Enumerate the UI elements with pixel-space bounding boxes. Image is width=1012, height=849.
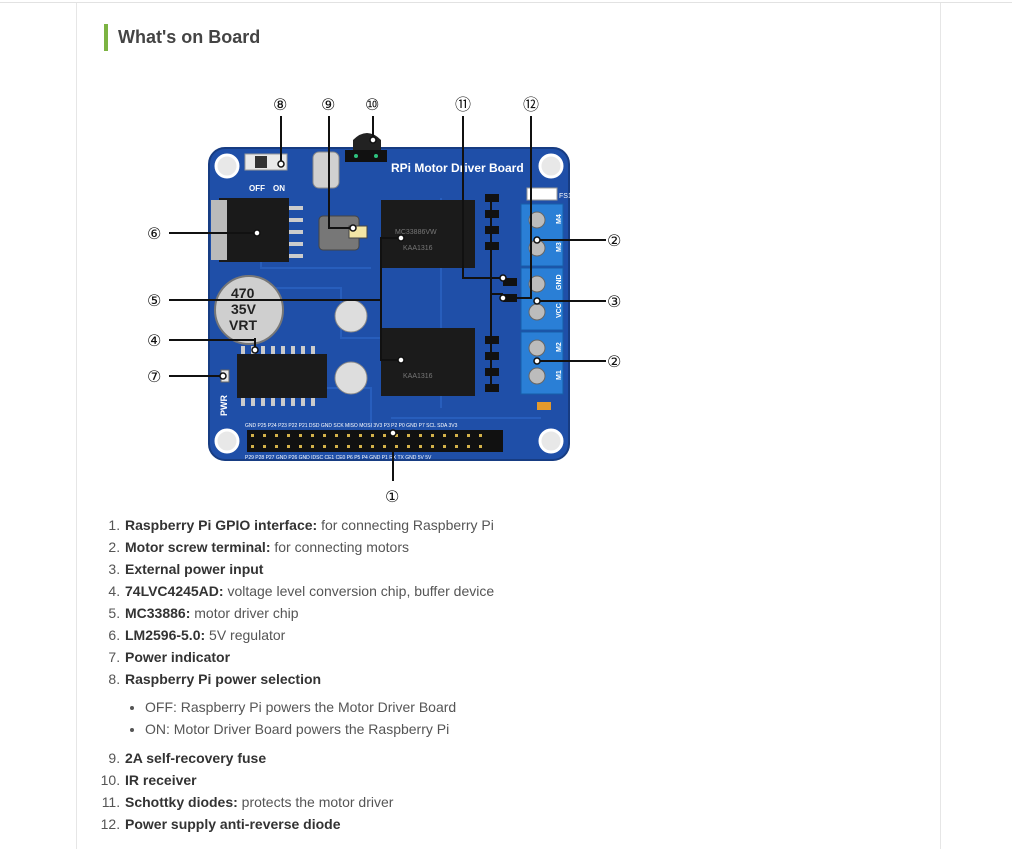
capacitor-470uf — [214, 275, 284, 345]
list-item: Motor screw terminal: for connecting mot… — [124, 536, 904, 558]
svg-text:GND: GND — [556, 274, 563, 290]
list-item: MC33886: motor driver chip — [124, 602, 904, 624]
callout-7: ⑦ — [147, 367, 161, 386]
mc33886-chip-2 — [381, 328, 475, 396]
component-list: Raspberry Pi GPIO interface: for connect… — [77, 514, 904, 835]
svg-text:VCC: VCC — [556, 303, 563, 318]
svg-text:470: 470 — [231, 285, 255, 301]
svg-text:M4: M4 — [556, 214, 563, 224]
power-selection-sublist: OFF: Raspberry Pi powers the Motor Drive… — [125, 696, 904, 740]
sub-list-item: ON: Motor Driver Board powers the Raspbe… — [145, 718, 904, 740]
callout-5: ⑤ — [147, 291, 161, 310]
callout-9: ⑨ — [321, 95, 335, 114]
sub-list-item: OFF: Raspberry Pi powers the Motor Drive… — [145, 696, 904, 718]
svg-text:35V: 35V — [231, 301, 257, 317]
callout-10: ⑩ — [365, 95, 379, 114]
list-item: Power supply anti-reverse diode — [124, 813, 904, 835]
callout-11: ⑪ — [455, 95, 471, 114]
content-panel: What's on Board OFF — [76, 3, 941, 849]
svg-text:MC33886VW: MC33886VW — [395, 229, 437, 236]
gpio-labels-bottom: P29 P28 P27 GND P26 GND IDSC CE1 CE0 P6 … — [245, 455, 432, 461]
gpio-header — [247, 430, 503, 452]
top-divider — [0, 2, 1012, 3]
board-diagram: OFF ON RPi Motor Driver Board FS1 470 — [147, 95, 621, 506]
list-item: 74LVC4245AD: voltage level conversion ch… — [124, 580, 904, 602]
svg-text:M1: M1 — [556, 370, 563, 380]
svg-text:VRT: VRT — [229, 317, 257, 333]
callout-3: ③ — [607, 292, 621, 311]
svg-text:KAA1316: KAA1316 — [403, 373, 433, 380]
callout-6: ⑥ — [147, 224, 161, 243]
list-item: Raspberry Pi power selection OFF: Raspbe… — [124, 668, 904, 740]
gpio-labels-top: GND P25 P24 P23 P22 P21 DSD GND SCK MISO… — [245, 423, 458, 429]
list-item: External power input — [124, 558, 904, 580]
svg-text:M3: M3 — [556, 242, 563, 252]
list-item: Raspberry Pi GPIO interface: for connect… — [124, 514, 904, 536]
screw-terminals — [520, 203, 564, 395]
callout-8: ⑧ — [273, 95, 287, 114]
mounting-holes — [214, 153, 564, 454]
callout-2b: ② — [607, 352, 621, 371]
mc33886-chip-1 — [381, 200, 475, 268]
board-title: RPi Motor Driver Board — [391, 161, 524, 175]
svg-text:KAA1316: KAA1316 — [403, 245, 433, 252]
switch-off-label: OFF — [249, 184, 265, 193]
svg-text:M2: M2 — [556, 342, 563, 352]
callout-1: ① — [385, 487, 399, 506]
fuse-silk-label: FS1 — [559, 193, 572, 200]
callout-4: ④ — [147, 331, 161, 350]
list-item: Schottky diodes: protects the motor driv… — [124, 791, 904, 813]
callout-12: ⑫ — [523, 95, 539, 114]
switch-on-label: ON — [273, 184, 285, 193]
board-figure: OFF ON RPi Motor Driver Board FS1 470 — [141, 88, 621, 508]
svg-text:PWR: PWR — [219, 395, 229, 416]
list-item: IR receiver — [124, 769, 904, 791]
lm2596-regulator — [219, 198, 289, 262]
74lvc4245-chip — [237, 354, 327, 398]
list-item: 2A self-recovery fuse — [124, 747, 904, 769]
list-item: LM2596-5.0: 5V regulator — [124, 624, 904, 646]
section-heading: What's on Board — [104, 24, 260, 51]
list-item: Power indicator — [124, 646, 904, 668]
callout-2a: ② — [607, 231, 621, 250]
